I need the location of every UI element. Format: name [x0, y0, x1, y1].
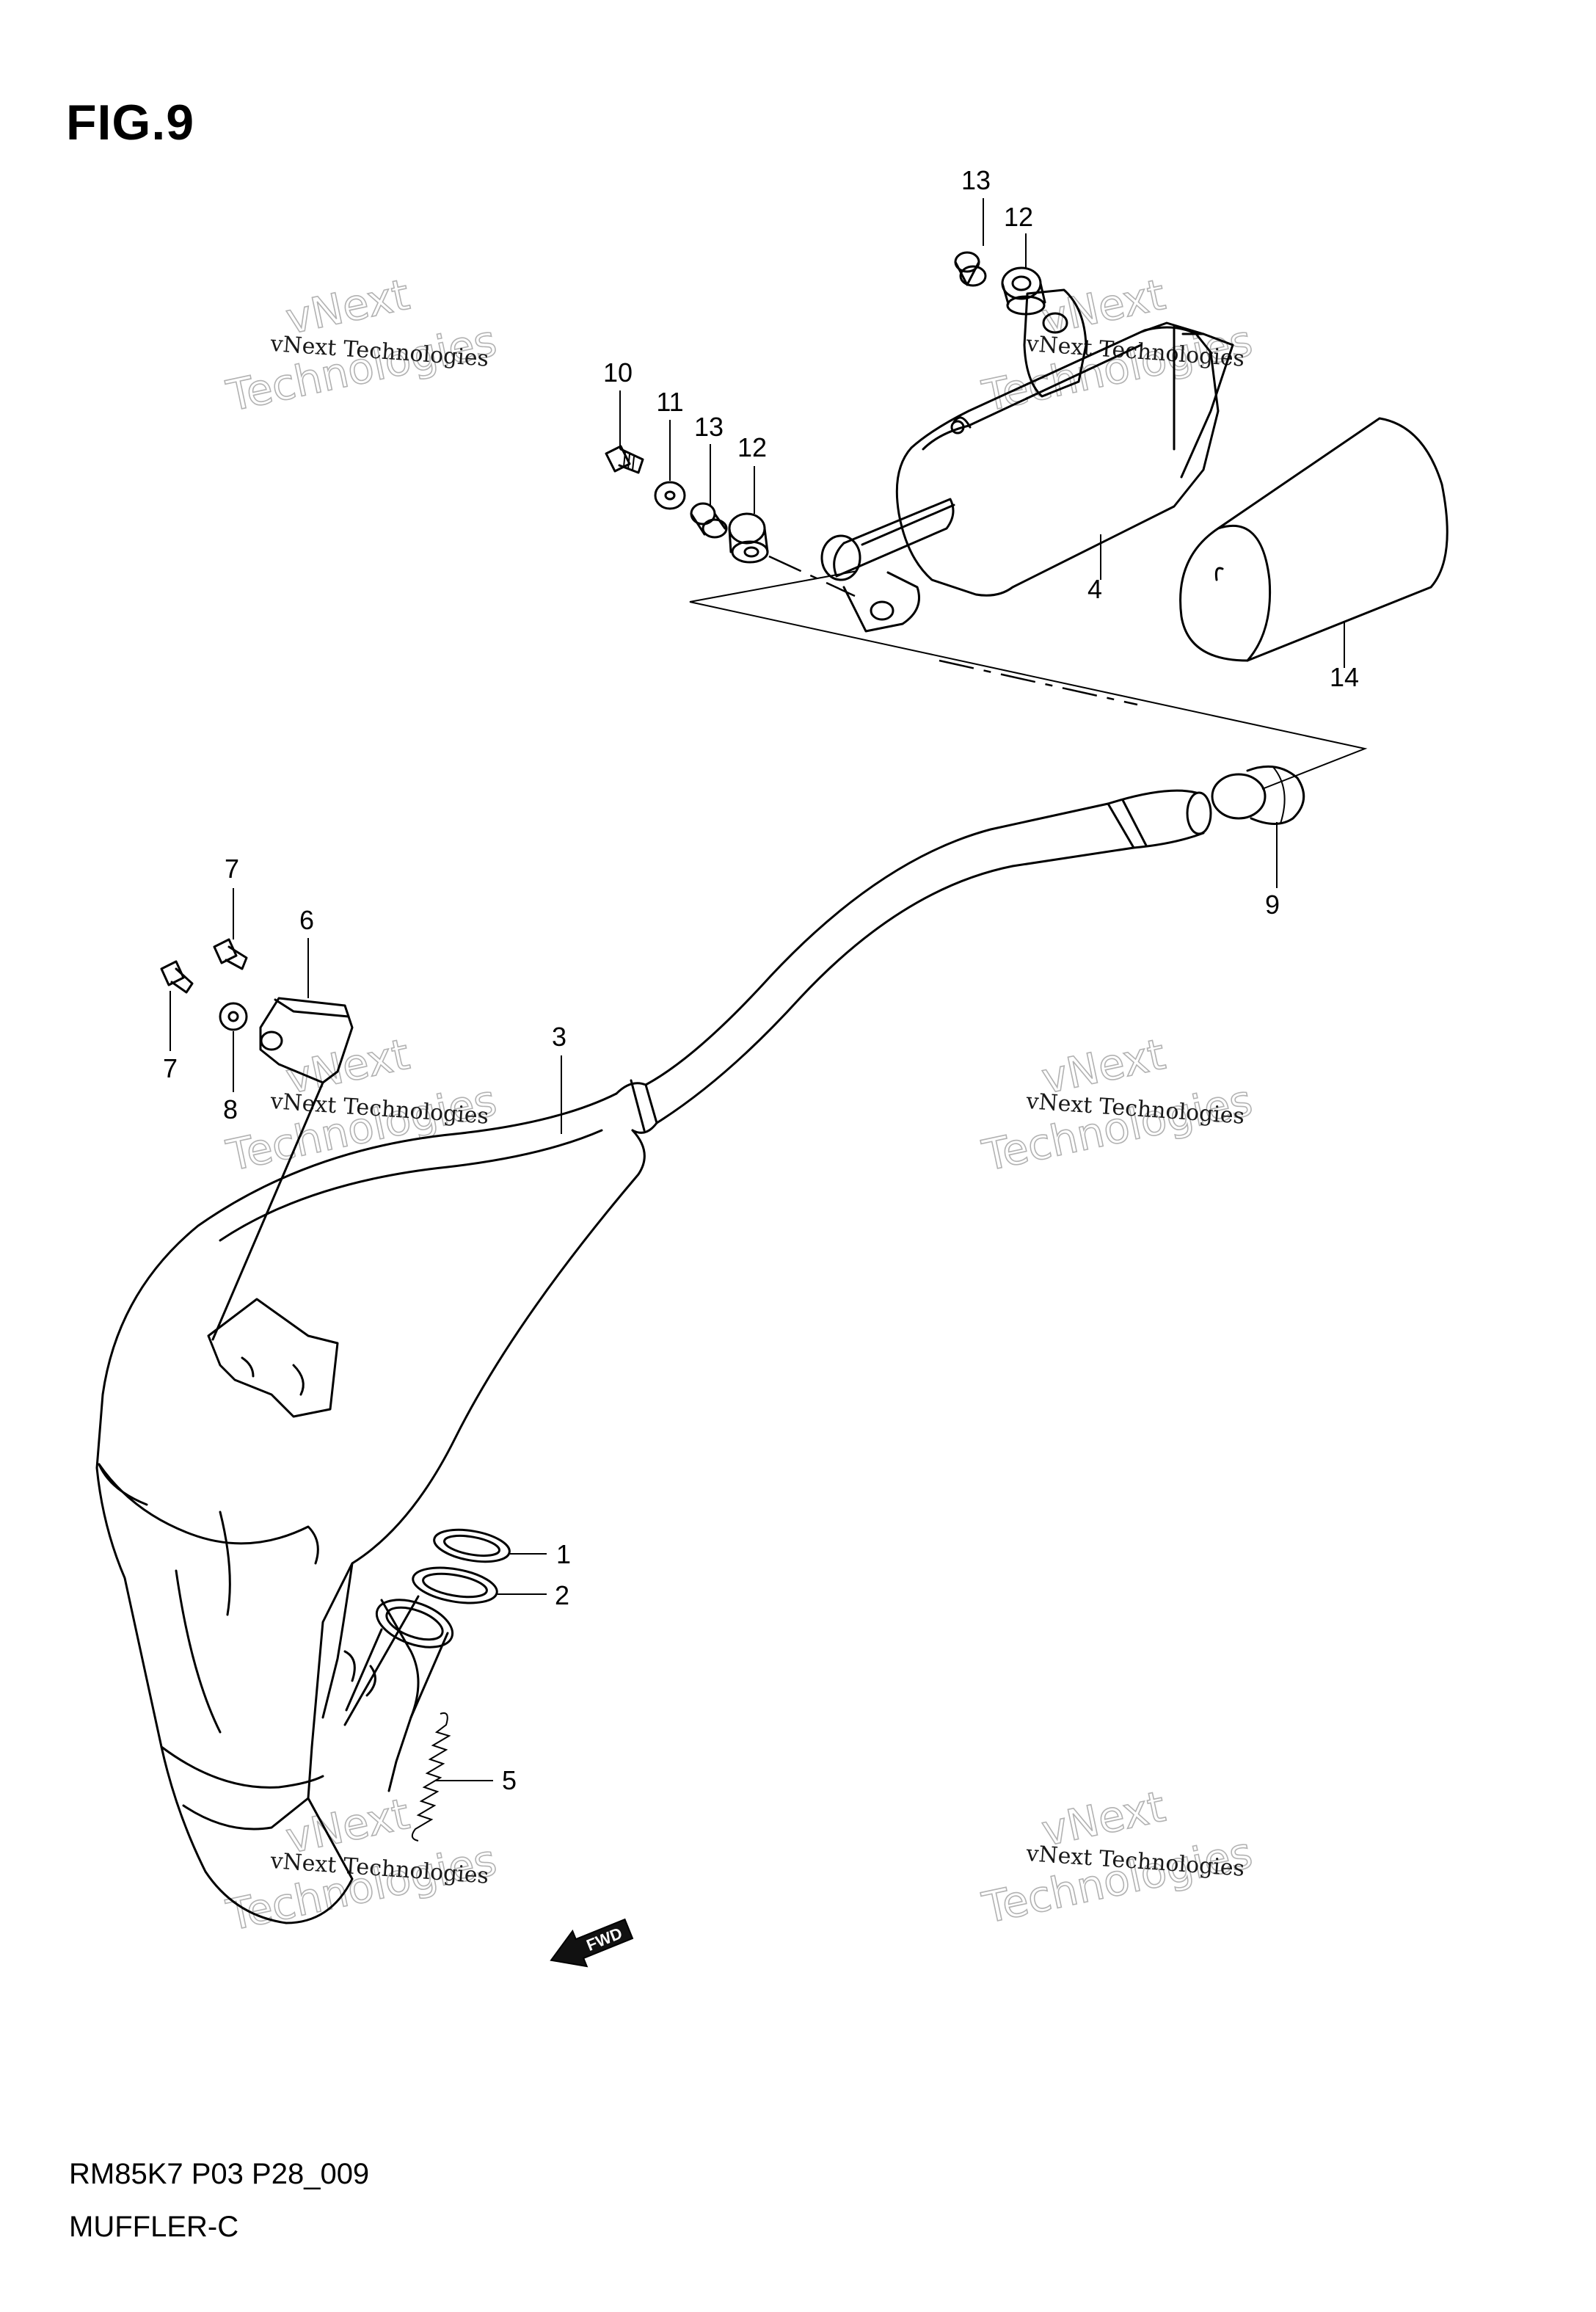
callout-labels: 13 12 10 11 13 12 4 14 9 7 6 7 8 3 1 2 5	[163, 165, 1359, 1795]
callout-3: 3	[552, 1022, 566, 1052]
callout-13-upper: 13	[961, 165, 991, 195]
gasket-1	[433, 1528, 511, 1563]
callout-13-lower: 13	[694, 412, 724, 442]
watermark-line2: Technologies	[222, 1835, 501, 1941]
callout-7-upper: 7	[225, 854, 239, 884]
callout-12-lower: 12	[737, 432, 767, 462]
bolt-7-upper	[213, 938, 248, 970]
gasket-2	[412, 1566, 498, 1604]
model-code: RM85K7 P03 P28_009	[69, 2158, 370, 2190]
silencer-packing-14	[1179, 417, 1449, 662]
spacer-13-upper	[954, 251, 987, 287]
callout-11: 11	[656, 387, 683, 417]
callout-10: 10	[603, 357, 633, 388]
callout-7-lower: 7	[163, 1053, 178, 1083]
spring-5	[411, 1712, 451, 1842]
bracket-6	[211, 997, 354, 1341]
grommet-12-upper	[1001, 266, 1046, 316]
watermark-mid-right: vNext Technologies vNext Technologies	[977, 1028, 1257, 1182]
figure-title: FIG.9	[66, 95, 195, 150]
silencer-body-4	[820, 288, 1234, 633]
callout-12-upper: 12	[1004, 202, 1033, 232]
bolt-10	[605, 445, 644, 474]
grommet-12-lower	[728, 512, 769, 564]
bolt-7-lower	[160, 960, 194, 994]
watermark-top-left: vNext Technologies vNext Technologies	[222, 269, 501, 422]
leader-lines	[170, 198, 1345, 1781]
seal-9	[1211, 765, 1305, 825]
forward-direction-badge: FWD	[550, 1918, 634, 1968]
watermark-bottom-right: vNext Technologies vNext Technologies	[977, 1781, 1257, 1934]
exhaust-pipe-3	[95, 789, 1212, 1924]
watermark-line2: Technologies	[978, 1828, 1257, 1933]
callout-2: 2	[555, 1580, 569, 1610]
spacer-13-lower	[690, 502, 728, 539]
callout-4: 4	[1087, 574, 1102, 604]
callout-14: 14	[1330, 662, 1359, 692]
callout-1: 1	[556, 1539, 571, 1569]
assembly-reference-lines	[689, 555, 1368, 790]
callout-8: 8	[223, 1094, 238, 1124]
washer-11	[654, 481, 686, 510]
section-name: MUFFLER-C	[69, 2211, 239, 2243]
callout-6: 6	[299, 905, 314, 935]
washer-8	[219, 1002, 248, 1031]
callout-9: 9	[1265, 890, 1280, 920]
callout-5: 5	[502, 1765, 517, 1795]
watermark-line2: Technologies	[978, 1075, 1257, 1181]
